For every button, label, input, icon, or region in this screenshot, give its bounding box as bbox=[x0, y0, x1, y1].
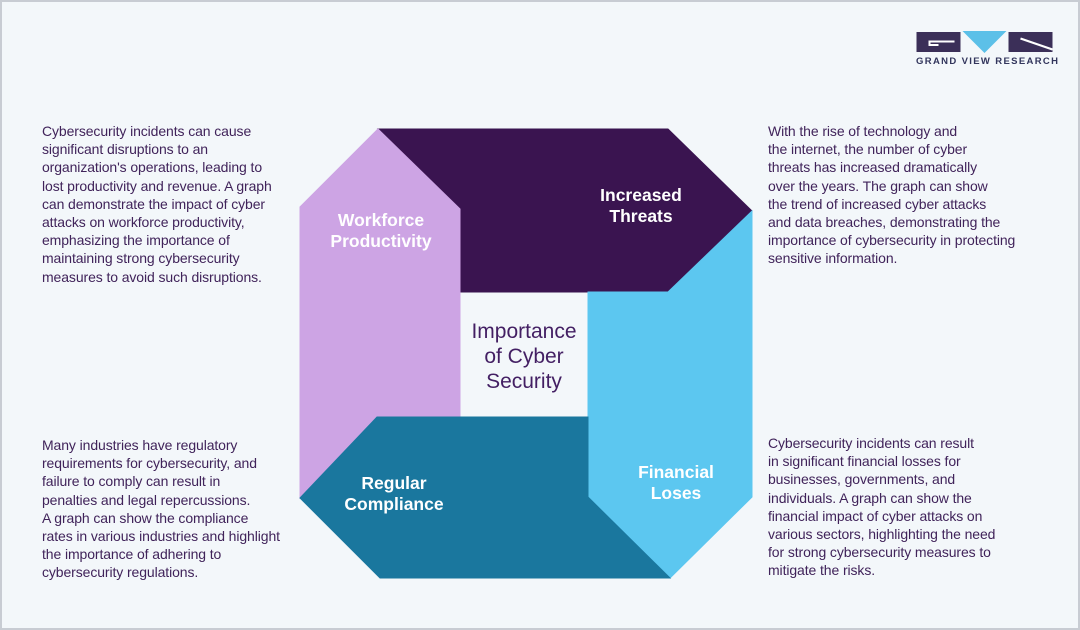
segment-label-financial-loses: Financial Loses bbox=[638, 462, 714, 503]
description-financial-loses: Cybersecurity incidents can result in si… bbox=[768, 435, 996, 579]
brand-logo: GRAND VIEW RESEARCH bbox=[916, 31, 1060, 67]
description-increased-threats: With the rise of technology and the inte… bbox=[768, 123, 1016, 267]
description-workforce-productivity: Cybersecurity incidents can cause signif… bbox=[42, 123, 272, 285]
segment-regular-compliance-shape bbox=[299, 416, 672, 579]
brand-logo-text: GRAND VIEW RESEARCH bbox=[916, 56, 1060, 67]
diagram-title: Importance of Cyber Security bbox=[471, 320, 577, 393]
logo-v-triangle-icon bbox=[962, 31, 1007, 53]
logo-r-glyph bbox=[1020, 37, 1053, 51]
segment-label-workforce-productivity: Workforce Productivity bbox=[330, 210, 432, 251]
segment-label-increased-threats: Increased Threats bbox=[600, 185, 682, 226]
brand-logo-icon bbox=[916, 31, 1053, 53]
segment-label-regular-compliance: Regular Compliance bbox=[344, 473, 444, 514]
description-regular-compliance: Many industries have regulatory requirem… bbox=[42, 437, 280, 581]
logo-g-glyph bbox=[928, 40, 955, 46]
